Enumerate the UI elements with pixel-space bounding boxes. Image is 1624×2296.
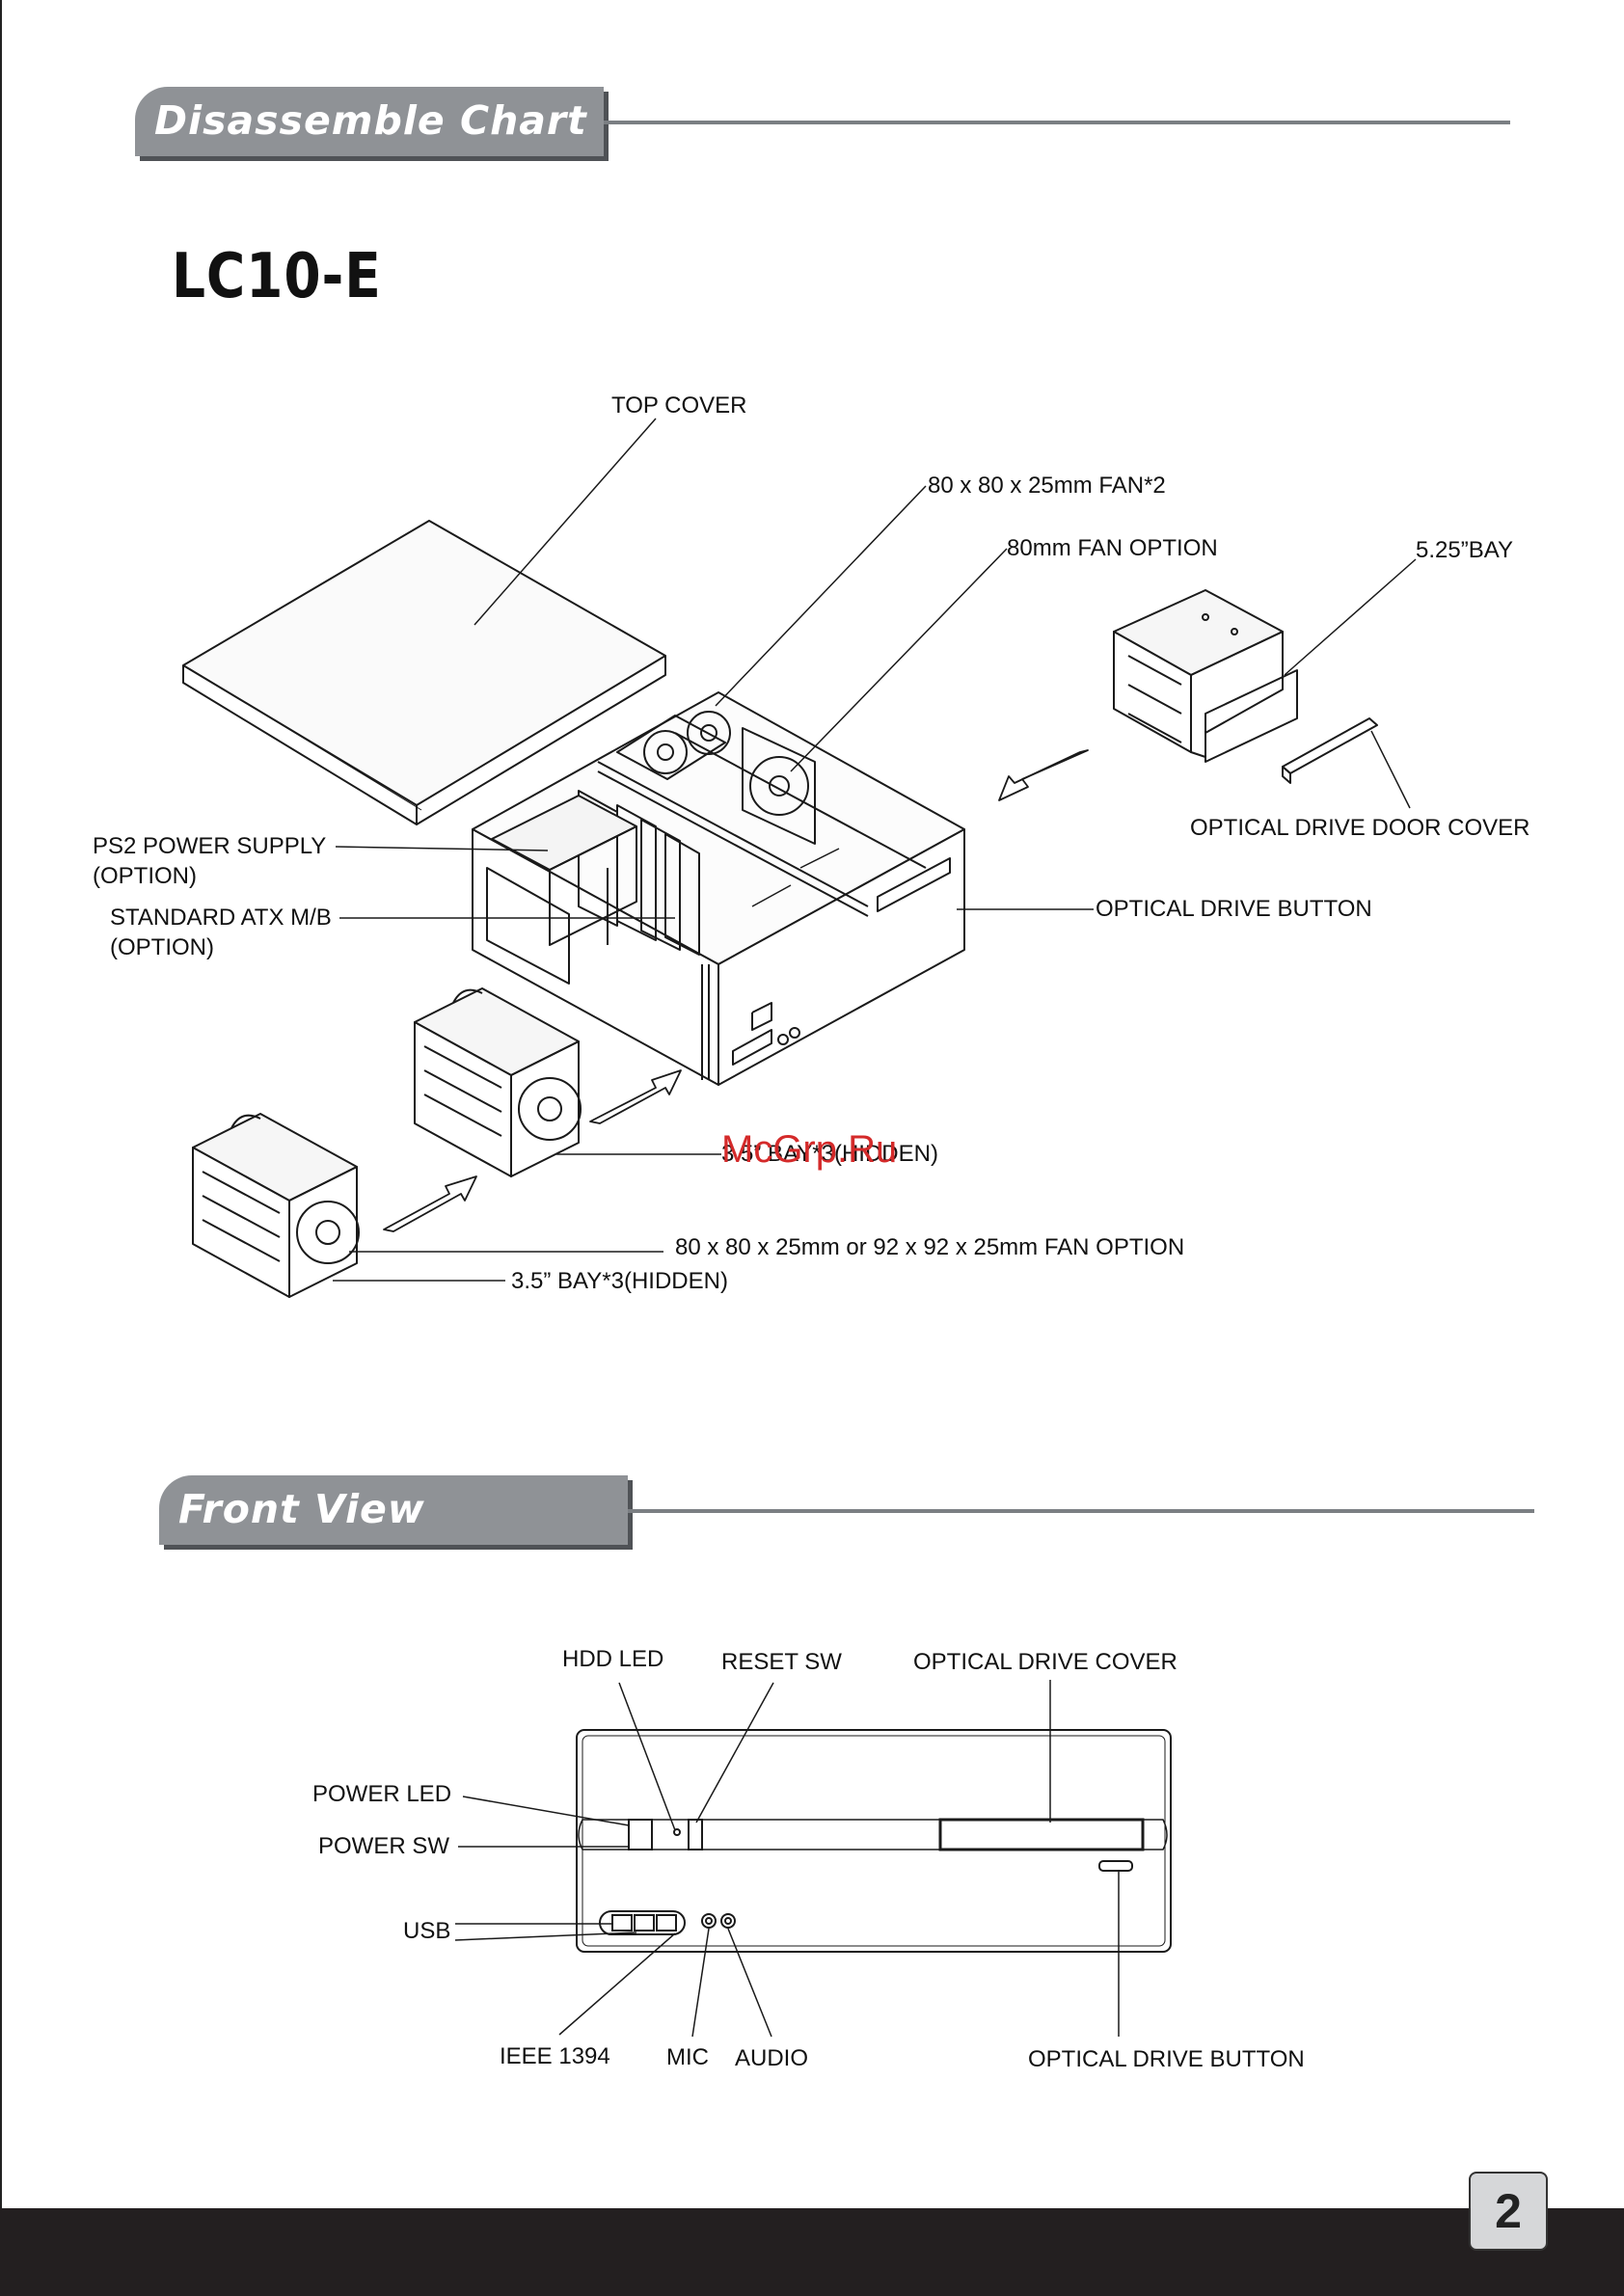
top-cover-panel bbox=[182, 520, 666, 825]
label-bay-35-upper: 3.5” BAY*3(HIDDEN) bbox=[721, 1141, 938, 1167]
label-bay-525: 5.25”BAY bbox=[1416, 537, 1513, 563]
label-top-cover: TOP COVER bbox=[611, 392, 747, 419]
section-divider bbox=[628, 1509, 1534, 1513]
label-ps2-power-supply: PS2 POWER SUPPLY bbox=[93, 833, 327, 859]
chassis bbox=[472, 691, 965, 1086]
label-fan-80: 80 x 80 x 25mm FAN*2 bbox=[928, 473, 1166, 499]
label-optical-drive-cover: OPTICAL DRIVE COVER bbox=[913, 1649, 1177, 1675]
bay-525-cage bbox=[1113, 589, 1298, 763]
optical-door-cover-strip bbox=[1282, 717, 1378, 774]
section-header-front-view: Front View bbox=[159, 1475, 628, 1545]
label-audio: AUDIO bbox=[735, 2045, 809, 2071]
model-name: LC10-E bbox=[172, 241, 382, 312]
section-title: Front View bbox=[178, 1486, 425, 1532]
label-atx-option: (OPTION) bbox=[110, 934, 214, 960]
left-margin-rule bbox=[0, 0, 2, 2208]
label-optical-drive-button: OPTICAL DRIVE BUTTON bbox=[1096, 896, 1372, 922]
label-ieee-1394: IEEE 1394 bbox=[500, 2043, 610, 2069]
footer-bar bbox=[0, 2208, 1624, 2296]
label-front-optical-drive-button: OPTICAL DRIVE BUTTON bbox=[1028, 2046, 1305, 2072]
label-power-led: POWER LED bbox=[312, 1781, 452, 1807]
label-fan-option: 80mm FAN OPTION bbox=[1007, 535, 1218, 561]
section-title: Disassemble Chart bbox=[154, 97, 587, 144]
front-leader-lines bbox=[454, 1680, 1120, 2038]
page-number: 2 bbox=[1469, 2172, 1548, 2251]
label-mic: MIC bbox=[666, 2044, 709, 2070]
label-bay-35-lower: 3.5” BAY*3(HIDDEN) bbox=[511, 1268, 728, 1294]
label-usb: USB bbox=[403, 1918, 451, 1944]
side-fan-option bbox=[742, 727, 816, 845]
label-ps2-option: (OPTION) bbox=[93, 863, 197, 889]
bay-35-cage-upper bbox=[414, 987, 582, 1177]
label-hdd-led: HDD LED bbox=[562, 1646, 664, 1672]
watermark-text: McGrp.Ru bbox=[721, 1128, 898, 1171]
label-fan-combo-option: 80 x 80 x 25mm or 92 x 92 x 25mm FAN OPT… bbox=[675, 1234, 1185, 1260]
label-power-sw: POWER SW bbox=[318, 1833, 449, 1859]
rear-fans bbox=[616, 711, 731, 780]
front-panel-drawing bbox=[576, 1729, 1172, 1953]
section-header-disassemble: Disassemble Chart bbox=[135, 87, 604, 156]
label-reset-sw: RESET SW bbox=[721, 1649, 842, 1675]
section-divider bbox=[604, 121, 1510, 124]
bay-35-cage-lower bbox=[192, 1113, 360, 1298]
leader-lines bbox=[333, 418, 1417, 1282]
assembly-arrows bbox=[383, 749, 1089, 1232]
label-standard-atx: STANDARD ATX M/B bbox=[110, 905, 332, 931]
label-optical-door-cover: OPTICAL DRIVE DOOR COVER bbox=[1190, 815, 1530, 841]
